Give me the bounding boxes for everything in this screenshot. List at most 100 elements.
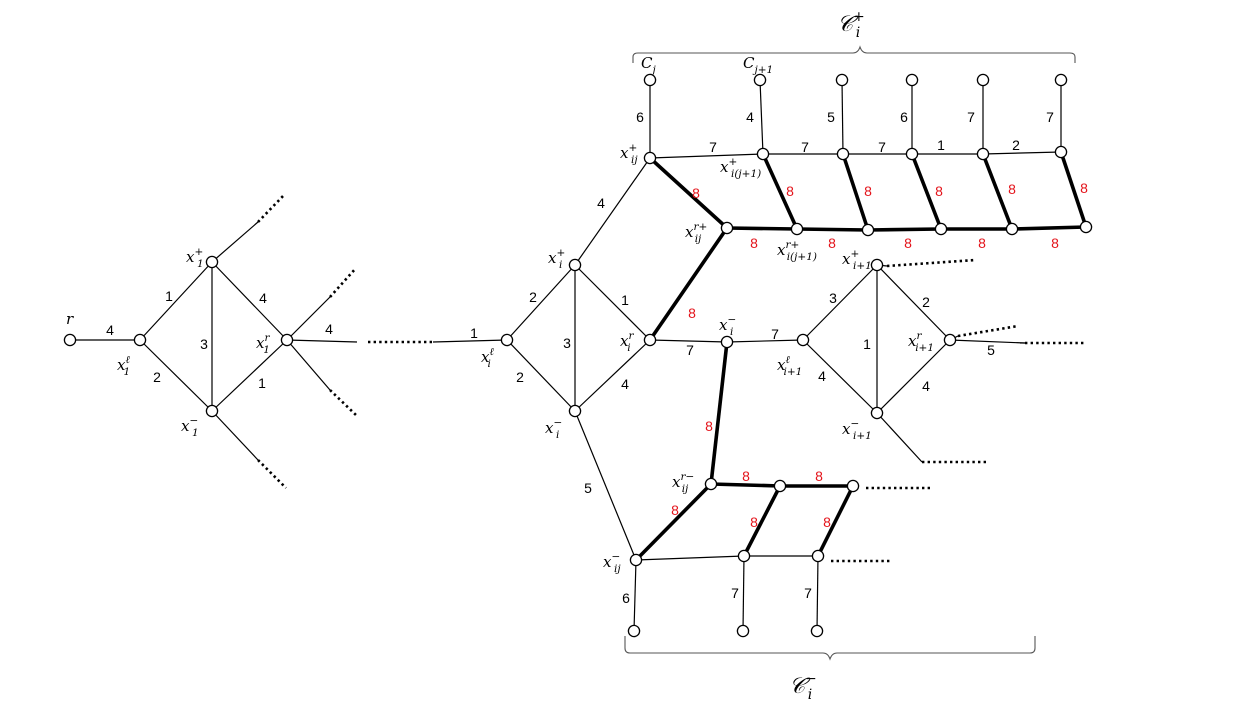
- vertex-x1r: [280, 333, 294, 347]
- vertex-label-xi1p: x+i+1: [842, 248, 872, 272]
- vertex-p6: [1054, 145, 1068, 159]
- edge-weight-label: 2: [529, 289, 537, 305]
- edge-weight-label: 6: [900, 109, 908, 125]
- vertex-label-xijrm: xr−ij: [672, 471, 694, 495]
- edge-n2-b2: [742, 555, 745, 632]
- edge-weight-label: 2: [153, 369, 161, 385]
- vertex-t5: [976, 73, 990, 87]
- edge-m2-n2: [742, 485, 782, 557]
- vertex-xijrp: [720, 221, 734, 235]
- edge-weight-label: 7: [967, 109, 975, 125]
- vertex-p2: [756, 147, 770, 161]
- edge-xijm-n2: [635, 555, 745, 561]
- edge-p2-cj1: [759, 79, 764, 155]
- edge-xim2-xi1l: [726, 339, 804, 343]
- vertex-xi1l: [796, 333, 810, 347]
- edge-weight-label: 8: [750, 235, 758, 251]
- edge-weight-label: 8: [1051, 235, 1059, 251]
- edge-weight-label: 8: [864, 183, 872, 199]
- vertex-t3: [835, 73, 849, 87]
- vertex-x1p: [205, 255, 219, 269]
- brace-c-minus: [624, 636, 1036, 661]
- vertex-label-xij1rp: xr+i(j+1): [777, 239, 817, 263]
- vertex-b2: [736, 624, 750, 638]
- vertex-t4: [905, 73, 919, 87]
- vertex-b3: [810, 624, 824, 638]
- vertex-xi1m: [870, 406, 884, 420]
- vertex-label-r: r: [66, 310, 74, 328]
- edge-p4-q4: [910, 153, 943, 230]
- edge-left-xil: [432, 339, 508, 343]
- edge-weight-label: 8: [688, 305, 696, 321]
- edge-weight-label: 8: [750, 514, 758, 530]
- edge-xi1m-out: [876, 412, 923, 463]
- edge-weight-label: 5: [584, 480, 592, 496]
- vertex-p3: [836, 147, 850, 161]
- edge-weight-label: 3: [563, 335, 571, 351]
- edge-weight-label: 4: [259, 290, 267, 306]
- edge-q3-q4: [867, 227, 942, 232]
- vertex-xijp: [643, 151, 657, 165]
- vertex-xi1p: [870, 258, 884, 272]
- vertex-xim: [568, 404, 582, 418]
- vertex-n3: [811, 549, 825, 563]
- edge-weight-label: 2: [516, 369, 524, 385]
- vertex-q2: [790, 222, 804, 236]
- dots-xi1p: [886, 258, 977, 268]
- edge-xijm-b1: [633, 559, 637, 632]
- edge-xir-xim2: [649, 339, 728, 343]
- dotted-continuations-layer: [257, 193, 1086, 563]
- edge-x1r-down: [286, 339, 331, 391]
- edge-weight-label: 1: [937, 137, 945, 153]
- group-label-C_plus: 𝒞+i: [837, 9, 865, 41]
- edge-p3-t3: [841, 79, 844, 155]
- edge-weight-label: 8: [705, 418, 713, 434]
- edge-weight-label: 8: [904, 235, 912, 251]
- edge-weight-label: 7: [878, 139, 886, 155]
- edge-x1m-out: [211, 410, 259, 461]
- edge-xi1p-xi1r: [876, 264, 951, 341]
- edge-weight-label: 7: [1046, 109, 1054, 125]
- vertex-xim2: [720, 335, 734, 349]
- edge-weight-label: 8: [1080, 180, 1088, 196]
- edge-weight-label: 8: [786, 183, 794, 199]
- vertex-n2: [737, 549, 751, 563]
- edge-x1r-up: [286, 296, 331, 341]
- vertex-label-xi1m: x−i+1: [842, 418, 872, 442]
- edge-xijrp-q2: [726, 226, 798, 231]
- edge-weight-label: 8: [671, 502, 679, 518]
- vertex-q6: [1079, 220, 1093, 234]
- edge-weight-label: 1: [165, 288, 173, 304]
- vertex-label-xijm: x−ij: [603, 551, 621, 575]
- edge-weight-label: 4: [621, 376, 629, 392]
- vertex-p4: [905, 147, 919, 161]
- vertex-cj1: [753, 73, 767, 87]
- vertex-label-xim2: x−i: [719, 314, 736, 338]
- edge-weight-label: 8: [815, 468, 823, 484]
- vertex-label-xijrp: xr+ij: [685, 221, 707, 245]
- edge-weight-label: 7: [771, 326, 779, 342]
- edge-weight-label: 8: [935, 183, 943, 199]
- edge-weight-label: 7: [686, 342, 694, 358]
- vertex-r: [63, 333, 77, 347]
- edge-x1r-right: [286, 339, 358, 343]
- edge-weight-label: 5: [987, 342, 995, 358]
- dots-x1r-down: [329, 389, 359, 418]
- edge-weight-label: 4: [818, 368, 826, 384]
- edge-p6-q6: [1059, 151, 1088, 228]
- vertex-xil: [500, 333, 514, 347]
- vertex-label-x1p: x+1: [186, 246, 204, 270]
- vertices-layer: [63, 73, 1093, 638]
- edge-x1l-x1p: [139, 261, 213, 341]
- edge-xi1r-RDOT: [949, 339, 1026, 344]
- dots-x1m: [257, 459, 287, 489]
- edge-weight-label: 3: [200, 336, 208, 352]
- vertex-t6: [1054, 73, 1068, 87]
- edge-weight-label: 7: [804, 585, 812, 601]
- edge-weight-label: 3: [829, 290, 837, 306]
